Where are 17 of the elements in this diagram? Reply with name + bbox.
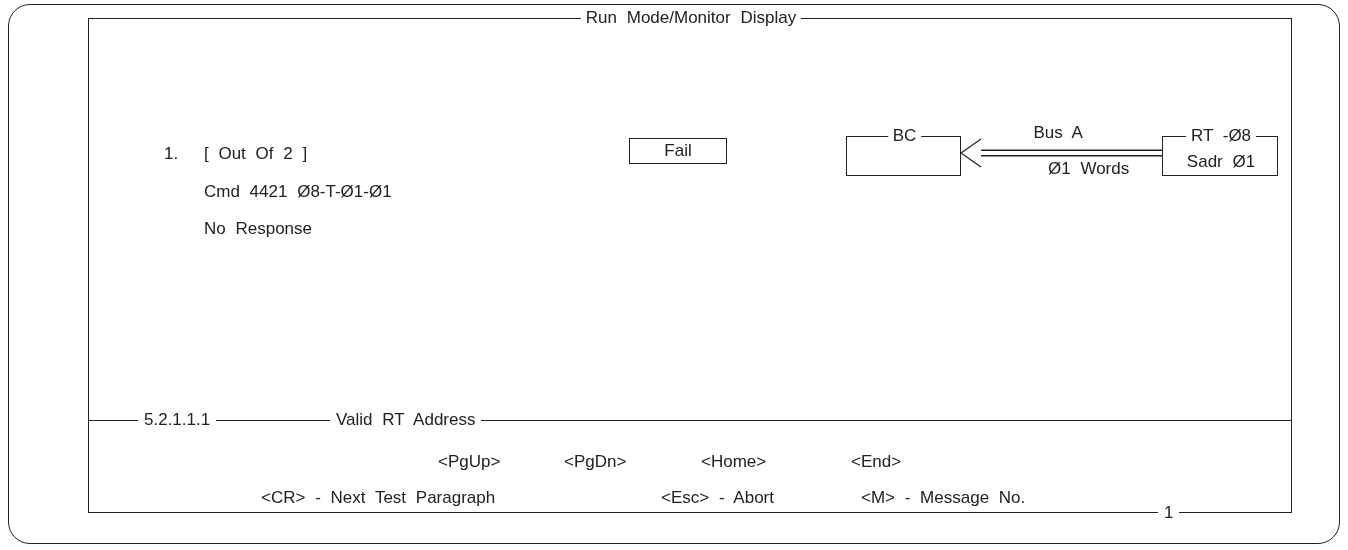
word-count-text: Ø1 Words: [1048, 159, 1130, 179]
key-hint: <M> - Message No.: [861, 488, 1026, 508]
key-hint: <CR> - Next Test Paragraph: [261, 488, 496, 508]
status-text: No Response: [204, 219, 312, 239]
count-text: [ Out Of 2 ]: [204, 144, 308, 164]
key-hint: <PgUp>: [438, 452, 501, 472]
status-box: Fail: [629, 138, 727, 164]
box-text: Sadr Ø1: [1186, 152, 1256, 172]
key-hint: <Esc> - Abort: [661, 488, 774, 508]
key-hint: <PgDn>: [564, 452, 627, 472]
key-hint: <Home>: [701, 452, 767, 472]
double-arrow: [960, 138, 1162, 168]
key-hint: <End>: [851, 452, 902, 472]
item-number: 1.: [164, 144, 179, 164]
edge-label: Bus A: [1033, 123, 1083, 143]
panel-title: Run Mode/Monitor Display: [580, 8, 802, 28]
command-text: Cmd 4421 Ø8-T-Ø1-Ø1: [204, 182, 392, 202]
